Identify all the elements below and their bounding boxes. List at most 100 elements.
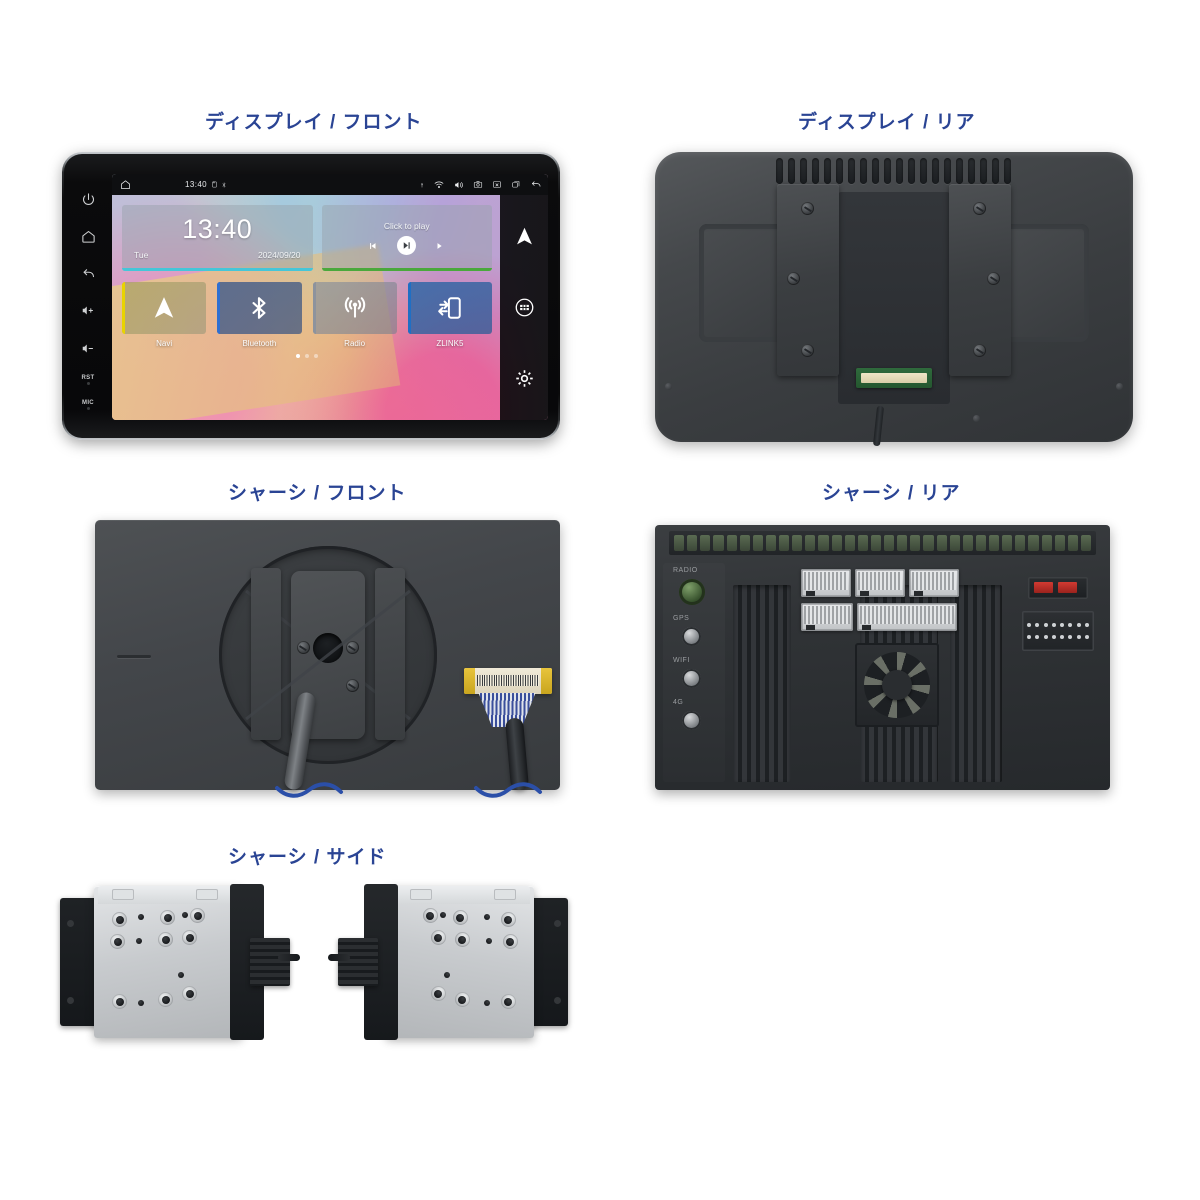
plate-hole: [458, 996, 466, 1004]
mount-bar-right: [374, 568, 405, 740]
heatsink-fins-right: [950, 585, 1002, 782]
side-front-collar: [528, 898, 568, 1026]
side-mounting-plate: [386, 886, 534, 1038]
pin-header[interactable]: [1022, 611, 1094, 651]
bracket-screw: [973, 344, 986, 357]
rear-vent-slots: [751, 158, 1038, 184]
iso-connector[interactable]: [857, 603, 957, 631]
plate-hole: [486, 938, 492, 944]
port-label-gps: GPS: [673, 615, 690, 622]
chassis-rear-unit: RADIO GPS WIFI 4G: [655, 525, 1110, 790]
touchscreen[interactable]: 13:40: [112, 174, 548, 420]
settings-gear-icon[interactable]: [509, 364, 539, 394]
widget-row: 13:40 Tue 2024/09/20 Click to play: [122, 205, 492, 271]
ribbon-connector-pcb: [856, 368, 932, 388]
wifi-antenna-jack[interactable]: [682, 669, 701, 688]
app-drawer-icon[interactable]: [509, 293, 539, 323]
clock-widget[interactable]: 13:40 Tue 2024/09/20: [122, 205, 313, 271]
hub-screw: [296, 641, 310, 654]
plate-hole: [186, 990, 194, 998]
chassis-front-unit: [95, 520, 560, 798]
right-sidebar: [500, 195, 548, 420]
bracket-screw: [973, 202, 986, 215]
recents-icon[interactable]: [511, 180, 521, 189]
cable-end-marker: [273, 778, 345, 800]
section-label-display-rear: ディスプレイ / リア: [798, 112, 976, 133]
home-screen: 13:40 Tue 2024/09/20 Click to play: [112, 195, 500, 420]
app-bluetooth[interactable]: Bluetooth: [217, 282, 302, 348]
plate-slot: [117, 655, 151, 658]
section-label-chassis-front: シャーシ / フロント: [228, 483, 407, 504]
play-pause-icon[interactable]: [397, 236, 417, 255]
hub-screw: [345, 641, 359, 654]
plate-hole: [434, 990, 442, 998]
radio-waves-icon[interactable]: [312, 282, 397, 334]
status-home-icon[interactable]: [120, 179, 131, 190]
page-indicator: [122, 354, 492, 358]
media-title: Click to play: [383, 221, 430, 231]
plate-hole: [116, 916, 124, 924]
plate-hole: [506, 938, 514, 946]
page-dot-2[interactable]: [305, 354, 309, 358]
mounting-bracket-left: [777, 184, 839, 376]
app-radio[interactable]: Radio: [312, 282, 397, 348]
gps-antenna-jack[interactable]: [682, 627, 701, 646]
location-icon: [419, 181, 425, 189]
cooling-fan: [855, 643, 939, 727]
power-icon[interactable]: [77, 188, 99, 210]
home-icon[interactable]: [77, 225, 99, 247]
bracket-screw: [787, 272, 800, 285]
plate-hole: [484, 1000, 490, 1006]
wifi-icon: [434, 181, 444, 189]
mic-pinhole: MIC: [82, 400, 94, 410]
speaker-icon[interactable]: [453, 180, 464, 190]
clock-date-row: Tue 2024/09/20: [132, 250, 303, 260]
plate-hole: [116, 998, 124, 1006]
iso-connector[interactable]: [909, 569, 959, 597]
navigation-arrow-icon[interactable]: [122, 282, 207, 334]
heatsink-fins-left: [733, 585, 791, 782]
display-front-unit: RST MIC 13:40: [62, 152, 560, 440]
mount-bar-left: [250, 568, 281, 740]
antenna-jack-green[interactable]: [679, 579, 705, 605]
mic-label: MIC: [82, 399, 94, 406]
plate-hole: [182, 912, 188, 918]
bracket-screw: [801, 202, 814, 215]
previous-track-icon[interactable]: [368, 241, 378, 251]
page-dot-1[interactable]: [296, 354, 300, 358]
phone-link-icon[interactable]: [407, 282, 492, 334]
next-track-icon[interactable]: [435, 241, 445, 251]
iso-connector[interactable]: [801, 569, 851, 597]
volume-up-icon[interactable]: [77, 300, 99, 322]
plate-hole: [114, 938, 122, 946]
status-right-icons: [419, 180, 542, 190]
iso-connector[interactable]: [855, 569, 905, 597]
plate-hole: [504, 998, 512, 1006]
reset-pinhole[interactable]: RST: [82, 375, 95, 385]
back-icon[interactable]: [530, 180, 542, 189]
app-navi[interactable]: Navi: [122, 282, 207, 348]
fuse-block[interactable]: [1028, 577, 1088, 599]
navigation-arrow-icon[interactable]: [509, 222, 539, 252]
page-dot-3[interactable]: [314, 354, 318, 358]
app-zlink5[interactable]: ZLINK5: [407, 282, 492, 348]
iso-connector[interactable]: [801, 603, 853, 631]
back-arrow-icon[interactable]: [77, 263, 99, 285]
plate-hole: [504, 916, 512, 924]
mounting-bracket-right: [949, 184, 1011, 376]
side-tab: [112, 889, 134, 900]
bluetooth-icon[interactable]: [217, 282, 302, 334]
media-widget[interactable]: Click to play: [321, 205, 492, 271]
volume-down-icon[interactable]: [77, 337, 99, 359]
section-label-display-front: ディスプレイ / フロント: [205, 112, 423, 133]
close-icon[interactable]: [492, 180, 502, 189]
lte-antenna-jack[interactable]: [682, 711, 701, 730]
camera-icon[interactable]: [473, 180, 483, 189]
hub-screw: [345, 679, 359, 692]
app-row: Navi Bluetooth: [122, 282, 492, 348]
top-vent: [669, 531, 1096, 555]
app-label-radio: Radio: [344, 339, 366, 348]
plate-hole: [136, 938, 142, 944]
plate-hole: [164, 914, 172, 922]
side-front-collar: [60, 898, 100, 1026]
